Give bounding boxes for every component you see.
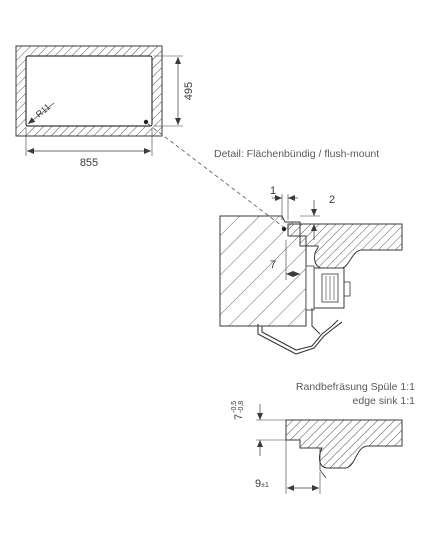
width-dim-label: 855	[80, 157, 98, 169]
edge-depth-tol-upper: -0,5	[230, 400, 238, 413]
mounting-clip	[313, 267, 345, 309]
sink-outline	[25, 55, 153, 127]
edge-section	[256, 404, 403, 494]
detail-title: Detail: Flächenbündig / flush-mount	[214, 148, 380, 160]
edge-depth-dim: 7-0,5-0,8	[229, 401, 247, 420]
edge-depth-tol-lower: -0,8	[237, 400, 245, 413]
detail-view: 1 2 7	[219, 185, 403, 355]
bracket-wire	[261, 319, 339, 351]
height-dim-label: 495	[183, 82, 195, 100]
countertop-outline	[15, 45, 163, 137]
clip-plate	[305, 265, 315, 311]
clip-hook	[311, 308, 321, 335]
detail-marker	[143, 119, 149, 125]
bracket-wire-outer	[257, 321, 343, 355]
plan-view: R11 855 495	[15, 45, 195, 169]
edge-lip	[319, 448, 327, 479]
dim1-label: 1	[270, 185, 276, 197]
edge-width-dim: 9±1	[255, 474, 269, 492]
clip-screw	[343, 281, 351, 297]
edge-title-de: Randbefräsung Spüle 1:1	[295, 381, 415, 393]
edge-flange-section	[285, 419, 403, 469]
clip-inner	[321, 273, 339, 303]
detail-corner-point	[281, 226, 287, 232]
radius-leader	[27, 102, 55, 125]
edge-depth-value: 7	[233, 413, 245, 420]
edge-depth-tolerance: -0,5-0,8	[231, 401, 245, 413]
edge-width-tolerance: ±1	[261, 482, 269, 489]
dim2-label: 2	[329, 194, 335, 206]
edge-title-en: edge sink 1:1	[352, 395, 415, 407]
detail-leader	[147, 123, 287, 230]
countertop-hatch	[16, 46, 162, 136]
dim7-label: 7	[270, 259, 276, 271]
edge-width-value: 9	[255, 478, 262, 490]
